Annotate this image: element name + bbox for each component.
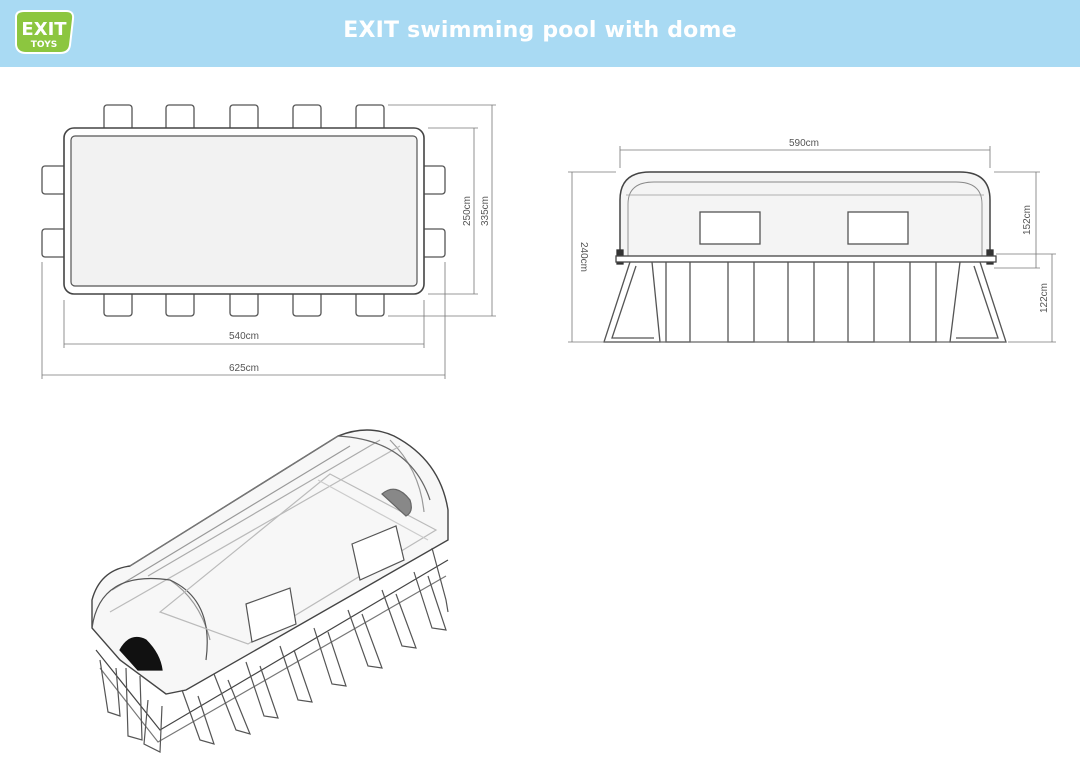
side-window-right: [847, 211, 909, 245]
iso-door-back: [381, 488, 412, 517]
iso-door-front: [119, 637, 163, 671]
side-view: [568, 146, 1056, 343]
iso-dome: [91, 429, 449, 695]
dim-total-height: 240cm: [578, 242, 589, 272]
dim-length: 590cm: [789, 138, 819, 149]
dim-pool-height: 122cm: [1039, 283, 1050, 313]
top-view: [41, 104, 496, 379]
dim-dome-height: 152cm: [1022, 205, 1033, 235]
side-window-left: [699, 211, 761, 245]
dim-inner-depth: 250cm: [462, 196, 473, 226]
pool-frame-inner: [70, 135, 418, 287]
dim-outer-width: 625cm: [229, 363, 259, 374]
side-dome: [619, 171, 991, 260]
exit-toys-logo: EXIT TOYS: [12, 9, 76, 55]
logo-text-sub: TOYS: [31, 40, 57, 50]
iso-window-left: [245, 587, 297, 643]
logo-text-main: EXIT: [21, 19, 67, 40]
isometric-view: [91, 429, 449, 753]
side-legs: [603, 261, 1007, 343]
top-dimensions: [41, 104, 496, 379]
iso-legs: [99, 547, 449, 753]
iso-window-right: [351, 525, 405, 581]
side-dimensions: [568, 146, 1056, 343]
page-title: EXIT swimming pool with dome: [343, 18, 737, 43]
header-banner: EXIT TOYS EXIT swimming pool with dome: [0, 0, 1080, 67]
dim-outer-depth: 335cm: [480, 196, 491, 226]
dim-inner-width: 540cm: [229, 331, 259, 342]
